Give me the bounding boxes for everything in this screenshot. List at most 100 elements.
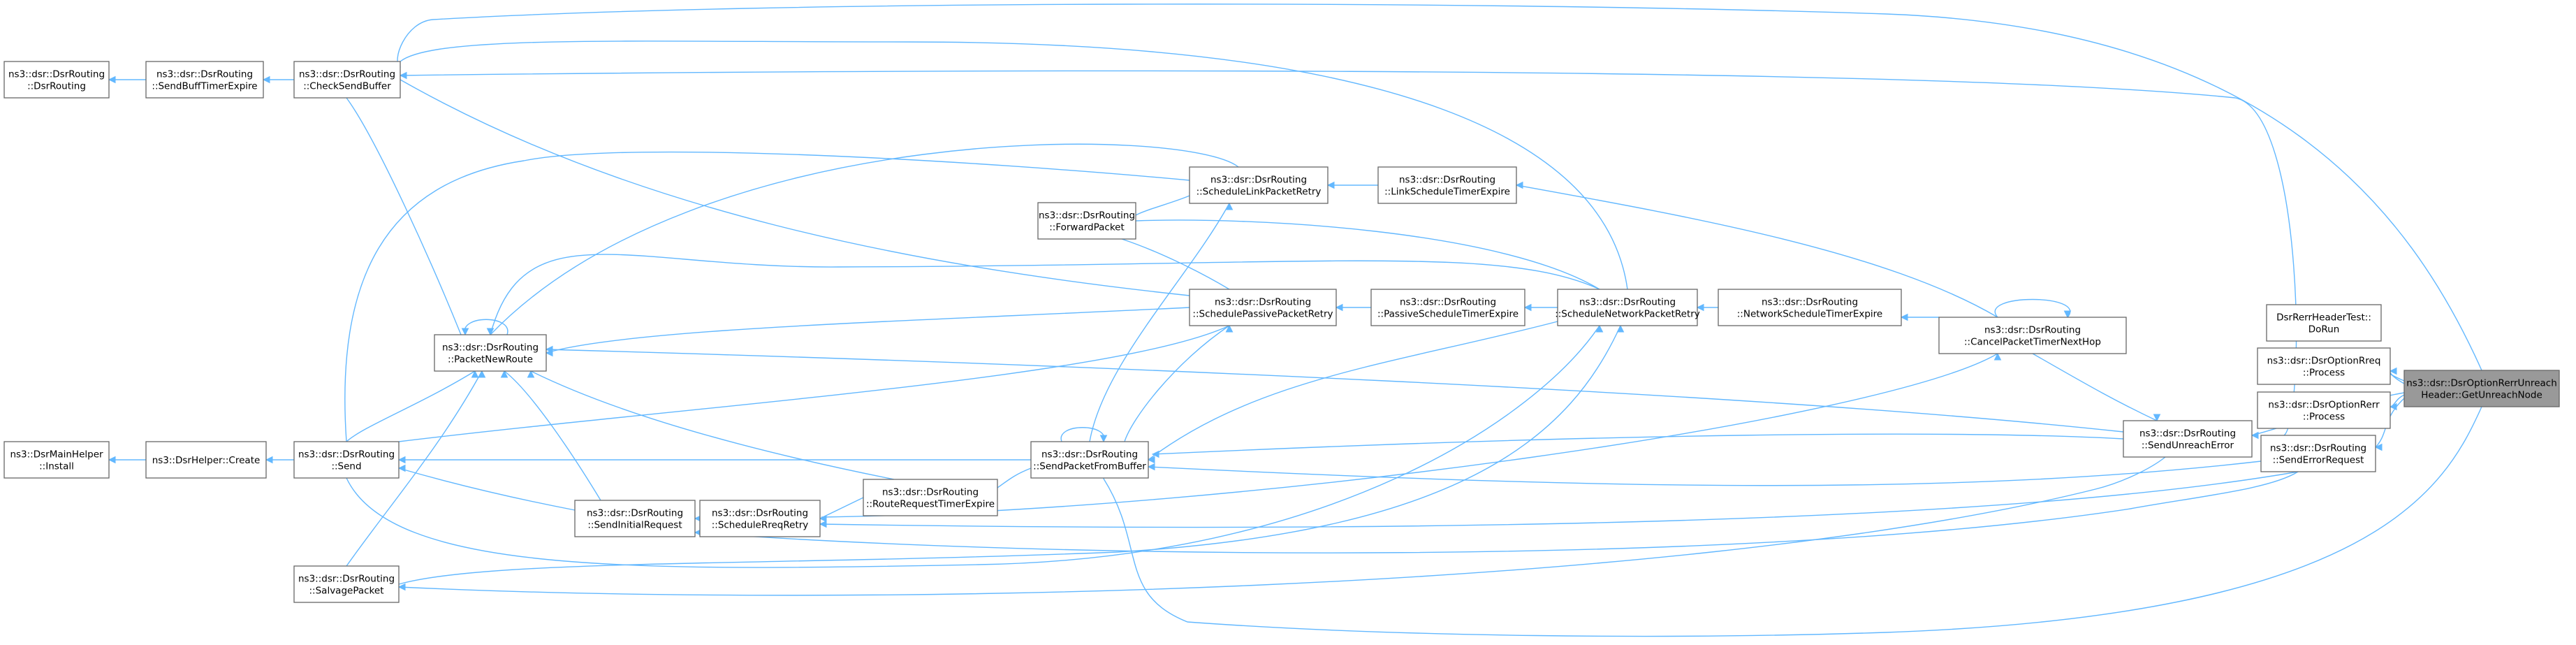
node-buftimer[interactable]: ns3::dsr::DsrRouting::SendBuffTimerExpir…: [145, 61, 264, 99]
edge-schedlink-to-linkexp: [1326, 181, 1378, 189]
node-label: ::SendBuffTimerExpire: [152, 81, 257, 92]
edge-netexp-to-cancel: [1900, 313, 1939, 321]
edge-pktnew-to-send: [346, 370, 479, 442]
node-schedreq[interactable]: ns3::dsr::DsrRouting::ScheduleRreqRetry: [699, 500, 821, 537]
node-target: ns3::dsr::DsrOptionRerrUnreachHeader::Ge…: [2403, 370, 2560, 407]
node-ctor[interactable]: ns3::dsr::DsrRouting::DsrRouting: [3, 61, 110, 99]
node-label: ::PacketNewRoute: [448, 354, 533, 365]
node-label: ::SendUnreachError: [2142, 440, 2234, 451]
edge-schedlink-to-forward: [1135, 189, 1196, 216]
node-label: ns3::dsr::DsrRouting: [2270, 443, 2366, 454]
edge-sendbuf-to-sendbuf: [1060, 427, 1108, 443]
edge-schednet-to-forward: [1135, 219, 1604, 296]
node-sendbuf[interactable]: ns3::dsr::DsrRouting::SendPacketFromBuff…: [1030, 441, 1149, 479]
node-label: ns3::dsr::DsrRouting: [712, 508, 808, 519]
node-label: ns3::dsr::DsrRouting: [2139, 428, 2236, 440]
node-label: ::ForwardPacket: [1049, 222, 1125, 233]
node-label: ::CancelPacketTimerNextHop: [1964, 337, 2101, 348]
node-label: ns3::dsr::DsrRouting: [156, 69, 253, 80]
node-schedpass[interactable]: ns3::dsr::DsrRouting::SchedulePassivePac…: [1189, 289, 1337, 326]
node-check[interactable]: ns3::dsr::DsrRouting::CheckSendBuffer: [293, 61, 401, 99]
node-label: ::SalvagePacket: [309, 586, 384, 597]
edge-pktnew-to-salvage: [346, 370, 486, 567]
node-label: ns3::dsr::DsrRouting: [1762, 297, 1858, 308]
node-label: ns3::dsr::DsrRouting: [1215, 297, 1311, 308]
node-label: ::Install: [39, 461, 74, 472]
edge-sendbuf-to-send: [397, 456, 1031, 464]
node-salvage[interactable]: ns3::dsr::DsrRouting::SalvagePacket: [293, 565, 400, 603]
node-label: ::DsrRouting: [27, 81, 86, 92]
node-label: ::SendErrorRequest: [2273, 455, 2364, 466]
node-label: ns3::dsr::DsrRouting: [882, 487, 979, 498]
edge-schedreq-to-senderr: [819, 471, 2299, 528]
node-label: ns3::dsr::DsrRouting: [1210, 175, 1307, 186]
edge-schednet-to-passexp: [1523, 303, 1558, 312]
node-rrtexp[interactable]: ns3::dsr::DsrRouting::RouteRequestTimerE…: [863, 479, 998, 516]
edge-pktnew-to-sendunr: [545, 345, 2124, 433]
node-senderr[interactable]: ns3::dsr::DsrRouting::SendErrorRequest: [2260, 435, 2376, 472]
node-schedlink[interactable]: ns3::dsr::DsrRouting::ScheduleLinkPacket…: [1189, 166, 1329, 204]
node-sendinit[interactable]: ns3::dsr::DsrRouting::SendInitialRequest: [574, 500, 696, 537]
node-send[interactable]: ns3::dsr::DsrRouting::Send: [293, 441, 400, 479]
edge-pktnew-to-rrtexp: [527, 370, 895, 480]
node-label: ns3::dsr::DsrOptionRreq: [2267, 356, 2381, 367]
node-label: ns3::dsr::DsrRouting: [1399, 175, 1495, 186]
node-label: ::PassiveScheduleTimerExpire: [1377, 309, 1518, 320]
edge-schednet-to-salvage: [398, 324, 1625, 585]
node-label: ::RouteRequestTimerExpire: [866, 499, 995, 510]
edge-sendinit-to-pktnew: [500, 370, 601, 501]
node-label: ns3::dsr::DsrRouting: [1039, 210, 1135, 222]
node-optrreq[interactable]: ns3::dsr::DsrOptionRreq::Process: [2257, 347, 2391, 385]
edge-pktnew-to-pktnew: [461, 319, 508, 336]
node-label: ns3::dsr::DsrRouting: [298, 574, 395, 585]
node-schednet[interactable]: ns3::dsr::DsrRouting::ScheduleNetworkPac…: [1555, 289, 1700, 326]
edge-schednet-to-send: [346, 324, 1604, 568]
node-install[interactable]: ns3::DsrMainHelper::Install: [3, 441, 110, 479]
node-label: ::CheckSendBuffer: [303, 81, 391, 92]
edge-schedpass-to-send: [398, 324, 1234, 442]
node-label: ns3::DsrHelper::Create: [152, 455, 261, 466]
node-label: ns3::dsr::DsrOptionRerr: [2268, 400, 2380, 411]
edge-sendinit-to-send: [397, 464, 576, 511]
edge-schedpass-to-passexp: [1335, 303, 1371, 312]
node-label: ::ScheduleRreqRetry: [712, 520, 809, 531]
edge-check-to-senderr: [399, 70, 2297, 436]
edge-schedpass-to-forward: [1121, 238, 1234, 296]
node-dorun[interactable]: DsrRerrHeaderTest::DoRun: [2266, 304, 2382, 342]
edge-schedpass-to-pktnew: [545, 307, 1190, 357]
node-label: DoRun: [2308, 324, 2340, 335]
node-label: ns3::dsr::DsrRouting: [8, 69, 105, 80]
node-passexp[interactable]: ns3::dsr::DsrRouting::PassiveScheduleTim…: [1370, 289, 1525, 326]
node-label: ::ScheduleNetworkPacketRetry: [1555, 309, 1700, 320]
node-pktnew[interactable]: ns3::dsr::DsrRouting::PacketNewRoute: [434, 334, 547, 372]
edge-schedreq-to-sendunr: [821, 352, 2002, 518]
node-label: ns3::DsrMainHelper: [10, 449, 103, 461]
node-label: ns3::dsr::DsrRouting: [298, 449, 395, 461]
node-sendunr[interactable]: ns3::dsr::DsrRouting::SendUnreachError: [2123, 420, 2253, 458]
node-label: ns3::dsr::DsrRouting: [1984, 325, 2081, 336]
node-linkexp[interactable]: ns3::dsr::DsrRouting::LinkScheduleTimerE…: [1377, 166, 1517, 204]
edge-schedlink-to-sendbuf: [1089, 202, 1234, 442]
node-label: ns3::dsr::DsrRouting: [442, 342, 539, 354]
node-cancel[interactable]: ns3::dsr::DsrRouting::CancelPacketTimerN…: [1938, 317, 2127, 354]
node-label: ns3::dsr::DsrRouting: [1041, 449, 1138, 461]
node-netexp[interactable]: ns3::dsr::DsrRouting::NetworkScheduleTim…: [1718, 289, 1902, 326]
node-label: ::LinkScheduleTimerExpire: [1384, 187, 1510, 198]
node-label: ::SchedulePassivePacketRetry: [1192, 309, 1333, 320]
node-label: ::SendInitialRequest: [587, 520, 682, 531]
edge-check-to-buftimer: [262, 75, 294, 84]
node-label: ::Process: [2303, 412, 2345, 423]
node-label: ns3::dsr::DsrRouting: [587, 508, 683, 519]
node-optrerr[interactable]: ns3::dsr::DsrOptionRerr::Process: [2257, 391, 2391, 429]
edge-target-to-optrerr: [2389, 394, 2405, 411]
edge-schedreq-to-rrtexp: [819, 497, 864, 523]
edge-sendbuf-to-sendunr: [1151, 433, 2124, 458]
node-forward[interactable]: ns3::dsr::DsrRouting::ForwardPacket: [1037, 202, 1136, 240]
edge-buftimer-to-ctor: [108, 75, 146, 84]
node-label: ns3::dsr::DsrRouting: [1579, 297, 1676, 308]
node-create[interactable]: ns3::DsrHelper::Create: [145, 441, 267, 479]
node-label: ::Send: [331, 461, 361, 472]
edge-cancel-to-cancel: [1994, 298, 2072, 319]
edge-create-to-install: [108, 456, 146, 464]
